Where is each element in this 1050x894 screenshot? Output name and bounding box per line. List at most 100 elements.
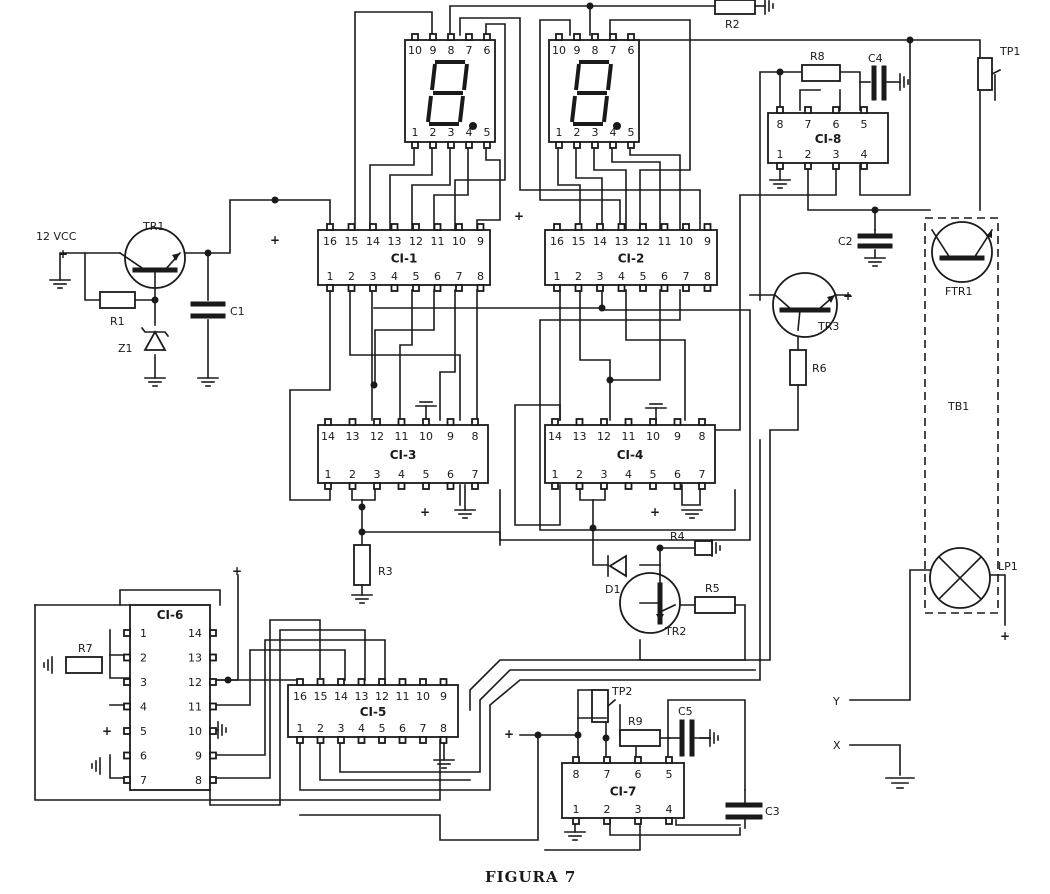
capacitors	[190, 65, 893, 829]
pin-number: 1	[556, 126, 563, 139]
pin-number: 4	[610, 126, 617, 139]
pin-number: 16	[293, 690, 307, 703]
pin-number: 15	[345, 235, 359, 248]
pin-number: 1	[325, 468, 332, 481]
pin-number: 7	[420, 722, 427, 735]
chip-name: CI-7	[610, 785, 637, 799]
pin-number: 13	[355, 690, 369, 703]
pin-number: 2	[576, 468, 583, 481]
pin-number: 14	[188, 627, 202, 640]
label-r8: R8	[810, 50, 825, 63]
pin-number: 4	[358, 722, 365, 735]
pin-number: 4	[140, 701, 147, 714]
pin-number: 2	[349, 468, 356, 481]
ground-symbols	[43, 0, 915, 841]
pin-number: 5	[666, 768, 673, 781]
pin-number: 5	[379, 722, 386, 735]
label-r4: R4	[670, 530, 685, 543]
label-c2: C2	[838, 235, 853, 248]
pin-number: 6	[661, 270, 668, 283]
label-tr3: TR3	[817, 320, 839, 333]
pin-number: 12	[636, 235, 650, 248]
segment	[430, 63, 437, 91]
pin-number: 5	[861, 118, 868, 131]
pin-number: 4	[618, 270, 625, 283]
pin-number: 9	[674, 430, 681, 443]
pin-number: 14	[593, 235, 607, 248]
pin-number: 8	[704, 270, 711, 283]
pin-number: 11	[396, 690, 410, 703]
pin-number: 11	[658, 235, 672, 248]
trimmer-tp2	[577, 689, 617, 723]
pin-number: 6	[674, 468, 681, 481]
label-r5: R5	[705, 582, 720, 595]
label-c3: C3	[765, 805, 780, 818]
label-r1: R1	[110, 315, 125, 328]
label-c1: C1	[230, 305, 245, 318]
transistor-tr1	[118, 227, 186, 289]
decimal-point	[613, 122, 621, 130]
pin-number: 14	[334, 690, 348, 703]
pin-number: 4	[625, 468, 632, 481]
pin-number: 8	[448, 44, 455, 57]
wiring	[34, 5, 1006, 851]
capacitor-c2	[857, 229, 893, 249]
pin-number: 13	[346, 430, 360, 443]
pin-number: 13	[615, 235, 629, 248]
pin-number: 7	[456, 270, 463, 283]
labels: 12 VCC + + + + + + + + + + TR1 TR2 TR3 F…	[36, 18, 1020, 886]
pin-number: 3	[448, 126, 455, 139]
pin-number: 6	[833, 118, 840, 131]
pin-number: 2	[430, 126, 437, 139]
resistor-r8	[801, 64, 841, 82]
pin-number: 8	[195, 774, 202, 787]
phototransistor-ftr1	[930, 221, 994, 283]
pin-number: 1	[412, 126, 419, 139]
pin-number: 3	[597, 270, 604, 283]
pin-number: 8	[699, 430, 706, 443]
pin-number: 8	[472, 430, 479, 443]
pin-number: 14	[366, 235, 380, 248]
pin-number: 13	[573, 430, 587, 443]
label-tr2: TR2	[664, 625, 686, 638]
resistor-r3	[353, 544, 371, 586]
pin-number: 9	[430, 44, 437, 57]
pin-number: 12	[597, 430, 611, 443]
terminal-x: X	[833, 739, 841, 752]
pin-number: 3	[635, 803, 642, 816]
pin-number: 10	[646, 430, 660, 443]
trimmer-tp1	[977, 57, 1002, 91]
pin-number: 1	[573, 803, 580, 816]
capacitor-c1	[190, 301, 226, 319]
pin-number: 9	[477, 235, 484, 248]
pin-number: 7	[610, 44, 617, 57]
plus-sign: +	[58, 247, 68, 261]
pin-number: 14	[321, 430, 335, 443]
pin-number: 10	[452, 235, 466, 248]
segment	[574, 63, 581, 91]
pin-number: 9	[447, 430, 454, 443]
pin-number: 6	[635, 768, 642, 781]
pin-number: 11	[395, 430, 409, 443]
pin-number: 7	[805, 118, 812, 131]
plus-sign: +	[514, 209, 524, 223]
pin-number: 7	[699, 468, 706, 481]
pin-number: 2	[575, 270, 582, 283]
pin-number: 13	[388, 235, 402, 248]
chip-name: CI-2	[618, 252, 645, 266]
chip-name: CI-1	[391, 252, 418, 266]
pin-number: 2	[140, 652, 147, 665]
pin-number: 4	[666, 803, 673, 816]
resistor-r7	[65, 656, 103, 674]
terminal-y: Y	[832, 695, 840, 708]
pin-number: 1	[297, 722, 304, 735]
plus-sign: +	[102, 724, 112, 738]
segment	[606, 63, 613, 91]
supply-label: 12 VCC	[36, 230, 77, 243]
